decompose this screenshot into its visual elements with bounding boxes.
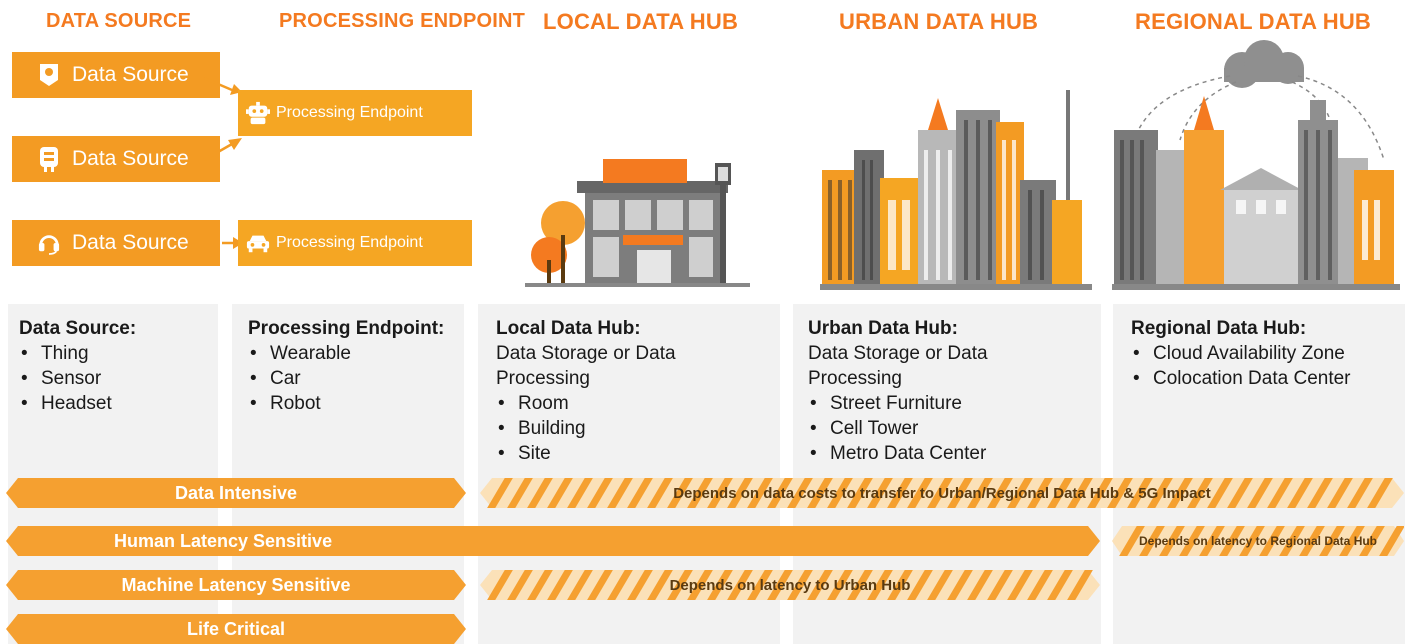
robot-icon xyxy=(246,101,270,125)
processing-endpoint-details: Processing Endpoint: Wearable Car Robot xyxy=(248,316,444,416)
processing-endpoint-label: Processing Endpoint xyxy=(276,104,423,121)
data-source-box-1: Data Source xyxy=(12,52,220,98)
processing-endpoint-label: Processing Endpoint xyxy=(276,234,423,251)
column-title: Processing Endpoint: xyxy=(248,318,445,339)
list-item: Building xyxy=(496,416,676,441)
band-label: Depends on data costs to transfer to Urb… xyxy=(673,484,1211,502)
sensor-icon xyxy=(38,146,60,172)
band-label: Depends on latency to Regional Data Hub xyxy=(1138,534,1378,548)
band-label: Life Critical xyxy=(186,618,286,639)
pin-icon xyxy=(38,62,60,88)
column-title: Regional Data Hub: xyxy=(1131,318,1307,339)
headset-icon xyxy=(38,230,60,256)
list-item: Site xyxy=(496,441,676,466)
data-source-box-2: Data Source xyxy=(12,136,220,182)
column-description: Data Storage or Data xyxy=(808,343,988,364)
band-label: Depends on latency to Urban Hub xyxy=(669,576,911,594)
column-title: Urban Data Hub: xyxy=(808,318,958,339)
list-item: Wearable xyxy=(248,341,444,366)
list-item: Colocation Data Center xyxy=(1131,366,1351,391)
list-item: Thing xyxy=(19,341,136,366)
list-item: Car xyxy=(248,366,444,391)
processing-endpoint-box-1: Processing Endpoint xyxy=(238,90,472,136)
band-life-critical: Life Critical xyxy=(6,614,466,644)
urban-data-hub-illustration xyxy=(820,90,1092,290)
band-machine-latency-note: Depends on latency to Urban Hub xyxy=(480,570,1100,600)
header-data-source: DATA SOURCE xyxy=(46,10,192,32)
band-label: Human Latency Sensitive xyxy=(114,530,333,551)
list-item: Robot xyxy=(248,391,444,416)
band-label: Machine Latency Sensitive xyxy=(121,574,351,595)
header-regional-data-hub: REGIONAL DATA HUB xyxy=(1135,9,1372,34)
list-item: Street Furniture xyxy=(808,391,988,416)
list-item: Headset xyxy=(19,391,136,416)
list-item: Cloud Availability Zone xyxy=(1131,341,1351,366)
band-machine-latency-sensitive: Machine Latency Sensitive xyxy=(6,570,466,600)
column-description: Data Storage or Data xyxy=(496,343,676,364)
column-description: Processing xyxy=(808,368,902,389)
regional-data-hub-details: Regional Data Hub: Cloud Availability Zo… xyxy=(1131,316,1351,391)
band-human-latency-sensitive: Human Latency Sensitive xyxy=(6,526,1100,556)
data-source-label: Data Source xyxy=(72,63,189,86)
list-item: Cell Tower xyxy=(808,416,988,441)
column-description: Processing xyxy=(496,368,590,389)
list-item: Metro Data Center xyxy=(808,441,988,466)
band-data-intensive-note: Depends on data costs to transfer to Urb… xyxy=(480,478,1404,508)
regional-data-hub-illustration xyxy=(1112,40,1400,290)
band-human-latency-note: Depends on latency to Regional Data Hub xyxy=(1112,526,1404,556)
data-source-label: Data Source xyxy=(72,231,189,254)
header-local-data-hub: LOCAL DATA HUB xyxy=(543,9,739,34)
local-data-hub-details: Local Data Hub: Data Storage or Data Pro… xyxy=(496,316,676,466)
column-title: Data Source: xyxy=(19,318,137,339)
car-icon xyxy=(246,232,270,254)
band-data-intensive: Data Intensive xyxy=(6,478,466,508)
data-source-label: Data Source xyxy=(72,147,189,170)
local-data-hub-illustration xyxy=(525,159,750,287)
data-source-box-3: Data Source xyxy=(12,220,220,266)
list-item: Sensor xyxy=(19,366,136,391)
header-urban-data-hub: URBAN DATA HUB xyxy=(839,9,1039,34)
column-title: Local Data Hub: xyxy=(496,318,641,339)
data-source-details: Data Source: Thing Sensor Headset xyxy=(19,316,136,416)
list-item: Room xyxy=(496,391,676,416)
processing-endpoint-box-2: Processing Endpoint xyxy=(238,220,472,266)
urban-data-hub-details: Urban Data Hub: Data Storage or Data Pro… xyxy=(808,316,988,466)
band-label: Data Intensive xyxy=(174,482,298,503)
header-processing-endpoint: PROCESSING ENDPOINT xyxy=(279,10,526,32)
